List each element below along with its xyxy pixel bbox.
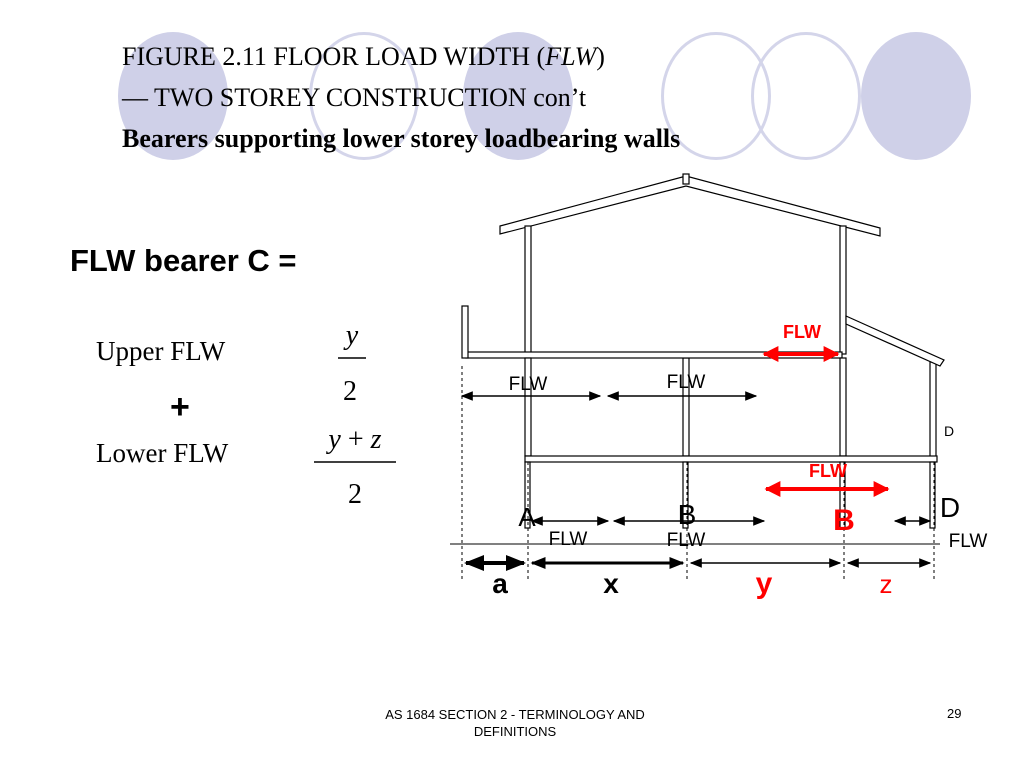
lower-fraction-numerator-z: z — [370, 424, 382, 455]
roof-ridge — [682, 173, 690, 185]
title-line-2-dash: — — [122, 83, 148, 112]
lower-flw-a-label: FLW — [549, 529, 588, 550]
red-lower-flw-label: FLW — [809, 461, 847, 481]
decor-circle-3 — [463, 32, 573, 160]
lower-fraction: y + z 2 — [314, 424, 396, 510]
title-line-1-prefix: FIGURE 2.11 FLOOR LOAD WIDTH ( — [122, 42, 546, 71]
lower-wall-d — [929, 361, 937, 459]
lower-flw-d-label: FLW — [949, 531, 988, 552]
upper-wall-left — [524, 225, 532, 355]
title-line-1-italic: FLW — [545, 42, 597, 71]
lower-floor — [524, 455, 938, 463]
upper-flw-mid-label: FLW — [667, 372, 706, 393]
title-line-1: FIGURE 2.11 FLOOR LOAD WIDTH (FLW) — [122, 36, 680, 77]
lower-fraction-numerator: y + z — [325, 424, 381, 455]
lower-flw-label: Lower FLW — [96, 438, 229, 468]
upper-fraction: y 2 — [338, 320, 366, 407]
formula-heading: FLW bearer C = — [70, 243, 297, 278]
dim-label-z: z — [880, 569, 893, 599]
upper-wall-right — [839, 225, 847, 355]
plus-sign: + — [170, 388, 190, 426]
upper-flw-label: Upper FLW — [96, 336, 226, 366]
upper-flw-left-label: FLW — [509, 374, 548, 395]
footer-line-1: AS 1684 SECTION 2 - TERMINOLOGY AND — [385, 707, 645, 722]
skillion-roof-outline — [845, 315, 945, 367]
lower-fraction-denominator: 2 — [348, 479, 362, 510]
lower-flw-b-label: FLW — [667, 530, 706, 551]
upper-fraction-denominator: 2 — [343, 376, 357, 407]
roof-outline — [499, 175, 881, 237]
label-a: A — [518, 502, 536, 532]
decor-circle-5 — [751, 32, 861, 160]
lower-floor-joist — [524, 455, 938, 463]
stump-d — [929, 461, 936, 529]
main-roof — [499, 173, 881, 237]
slide-title: FIGURE 2.11 FLOOR LOAD WIDTH (FLW) — TWO… — [122, 36, 680, 159]
title-line-1-suffix: ) — [596, 42, 605, 71]
lower-fraction-numerator-y: y — [325, 424, 341, 455]
lower-wall-left — [524, 357, 532, 457]
page-number: 29 — [947, 706, 962, 721]
balustrade-post — [461, 305, 469, 359]
stump-b — [682, 461, 689, 529]
decor-circle-6 — [861, 32, 971, 160]
label-d: D — [940, 492, 960, 523]
label-d-small: D — [944, 423, 954, 439]
lower-fraction-numerator-plus: + — [341, 424, 371, 455]
upper-floor — [461, 305, 843, 359]
label-b: B — [678, 499, 697, 530]
decor-circle-2 — [309, 32, 419, 160]
decor-circle-1 — [118, 32, 228, 160]
title-line-2: — TWO STOREY CONSTRUCTION con’t — [122, 77, 680, 118]
title-line-3: Bearers supporting lower storey loadbear… — [122, 124, 681, 153]
title-line-2-text: TWO STOREY CONSTRUCTION con’t — [148, 83, 587, 112]
lower-walls — [524, 357, 937, 459]
red-upper-flw-label: FLW — [783, 322, 821, 342]
footer-line-2: DEFINITIONS — [473, 724, 557, 739]
stumps — [524, 461, 936, 529]
dim-label-x: x — [603, 568, 619, 599]
label-b-red: B — [833, 504, 855, 537]
footer-text: AS 1684 SECTION 2 - TERMINOLOGY AND DEFI… — [360, 706, 670, 740]
lower-wall-b — [839, 357, 847, 457]
skillion-roof — [845, 315, 945, 367]
dim-label-a: a — [492, 568, 508, 599]
dim-label-y: y — [756, 567, 773, 600]
upper-fraction-numerator: y — [343, 320, 359, 351]
